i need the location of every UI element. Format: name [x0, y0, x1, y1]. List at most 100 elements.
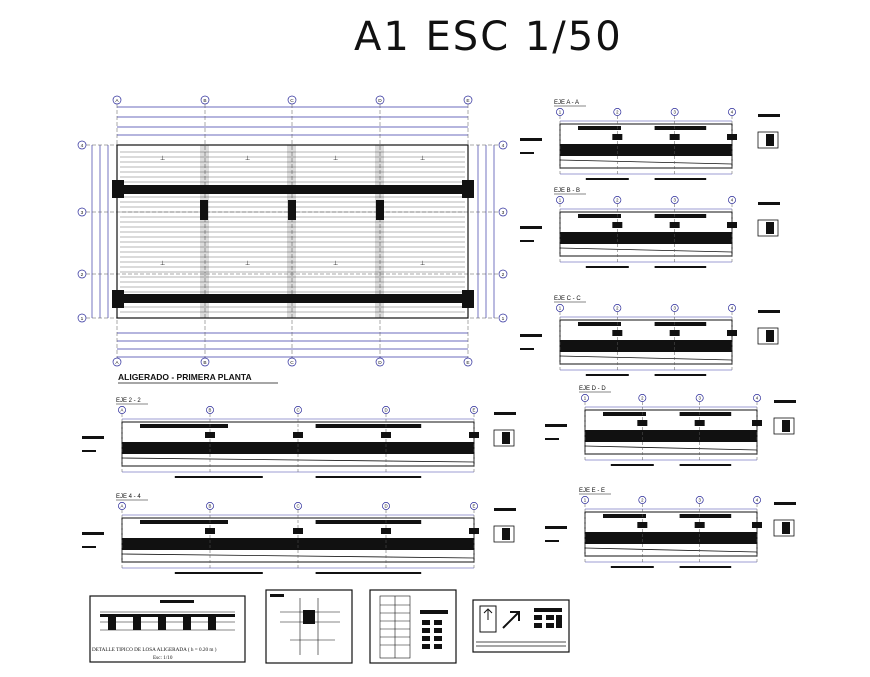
section-axis-3-label: 4 — [731, 198, 734, 203]
detail-stair-box — [369, 589, 457, 664]
plan-axis-top-3: D — [375, 95, 385, 105]
section-detail — [493, 412, 516, 447]
plan-axis-right-3-label: 1 — [502, 316, 505, 322]
section-label: EJE E - E — [579, 488, 605, 494]
section-axis-1-label: B — [209, 408, 212, 413]
section-detail — [493, 508, 516, 543]
section-axis-0: 1 — [581, 394, 589, 402]
section-axis-2-label: 3 — [673, 110, 676, 115]
section-axis-2-label: C — [296, 504, 299, 509]
plan-axis-top-0: A — [112, 95, 122, 105]
svg-text:⊥: ⊥ — [333, 260, 338, 267]
section-axis-1: 2 — [613, 196, 622, 204]
section-axis-0: 1 — [556, 196, 564, 204]
plan-axis-left-3-label: 1 — [81, 316, 84, 322]
section-label: EJE 2 - 2 — [116, 398, 141, 404]
section-detail — [773, 400, 796, 435]
plan-axis-right-0-label: 4 — [502, 143, 505, 149]
section-detail — [773, 502, 796, 537]
section-label: EJE A - A — [554, 100, 579, 106]
section-axis-3-label: D — [384, 408, 387, 413]
section-axis-3-label: 4 — [756, 396, 759, 401]
section-axis-1: 2 — [638, 496, 647, 504]
section-axis-4-label: E — [473, 504, 476, 509]
plan-axis-bottom-0-label: A — [115, 360, 119, 366]
section-axis-3: 4 — [728, 304, 736, 312]
section-axis-3-label: 4 — [731, 306, 734, 311]
section-axis-2-label: 3 — [698, 396, 701, 401]
section-axis-1: 2 — [613, 304, 622, 312]
section-label: EJE C - C — [554, 296, 581, 302]
svg-text:⊥: ⊥ — [160, 155, 165, 162]
plan-axis-top-4: E — [463, 95, 473, 105]
plan-axis-left-2-label: 2 — [81, 272, 84, 278]
svg-text:⊥: ⊥ — [245, 260, 250, 267]
plan-axis-left-1-label: 3 — [81, 210, 84, 216]
sheet-title: A1 ESC 1/50 — [354, 14, 623, 60]
section-axis-0: 1 — [556, 304, 564, 312]
section-axis-1: 2 — [638, 394, 647, 402]
section-axis-0-label: 1 — [584, 396, 587, 401]
svg-text:⊥: ⊥ — [333, 155, 338, 162]
section-detail — [757, 114, 780, 149]
section-axis-0-label: 1 — [559, 110, 562, 115]
plan-axis-top-2-label: C — [290, 98, 294, 104]
plan-axis-bottom-4: E — [463, 357, 473, 367]
section-axis-1-label: 2 — [641, 396, 644, 401]
section-axis-0: 1 — [556, 108, 564, 116]
section-axis-3: 4 — [753, 496, 761, 504]
section-axis-3: 4 — [728, 108, 736, 116]
section-axis-0: 1 — [581, 496, 589, 504]
section-axis-3: D — [382, 406, 390, 414]
plan-axis-bottom-1-label: B — [203, 360, 206, 366]
section-axis-2-label: 3 — [698, 498, 701, 503]
plan-axis-bottom-4-label: E — [466, 360, 469, 366]
plan-axis-right-0: 4 — [498, 140, 508, 150]
plan-axis-bottom-1: B — [200, 357, 210, 367]
plan-axis-left-0-label: 4 — [81, 143, 84, 149]
section-right-4: EJE E - E 1 2 3 4 — [545, 488, 796, 568]
section-axis-1: B — [206, 502, 214, 510]
section-axis-3: 4 — [753, 394, 761, 402]
section-detail — [757, 310, 780, 345]
section-axis-4-label: E — [473, 408, 476, 413]
plan-axis-bottom-3-label: D — [378, 360, 382, 366]
plan-axis-right-1-label: 3 — [502, 210, 505, 216]
plan-axis-bottom-0: A — [112, 357, 122, 367]
plan-axis-bottom-3: D — [375, 357, 385, 367]
section-axis-1-label: 2 — [616, 110, 619, 115]
detail-caption: DETALLE TIPICO DE LOSA ALIGERADA ( h = 0… — [92, 646, 217, 653]
plan-axis-top-2: C — [287, 95, 297, 105]
section-axis-0-label: 1 — [559, 198, 562, 203]
section-axis-2-label: 3 — [673, 198, 676, 203]
svg-text:⊥: ⊥ — [245, 155, 250, 162]
svg-text:⊥: ⊥ — [160, 260, 165, 267]
section-axis-4: E — [470, 406, 478, 414]
section-axis-2: 3 — [670, 196, 679, 204]
section-axis-2: C — [294, 502, 302, 510]
section-axis-0: A — [118, 502, 126, 510]
section-axis-3-label: 4 — [731, 110, 734, 115]
section-axis-1-label: 2 — [641, 498, 644, 503]
section-axis-1-label: 2 — [616, 198, 619, 203]
section-axis-2: 3 — [670, 108, 679, 116]
section-axis-1-label: B — [209, 504, 212, 509]
section-axis-2: C — [294, 406, 302, 414]
plan-axis-left-2: 2 — [77, 269, 87, 279]
section-axis-0: A — [118, 406, 126, 414]
section-axis-0-label: A — [121, 408, 124, 413]
plan-axis-right-3: 1 — [498, 313, 508, 323]
section-left-0: EJE 2 - 2 A B C D E — [82, 398, 516, 478]
section-axis-2: 3 — [670, 304, 679, 312]
plan-axis-top-3-label: D — [378, 98, 382, 104]
section-axis-3-label: D — [384, 504, 387, 509]
plan-axis-top-1-label: B — [203, 98, 206, 104]
plan-axis-bottom-2: C — [287, 357, 297, 367]
section-axis-4: E — [470, 502, 478, 510]
section-axis-2-label: C — [296, 408, 299, 413]
detail-scale: Esc: 1/10 — [153, 655, 173, 661]
section-label: EJE D - D — [579, 386, 606, 392]
